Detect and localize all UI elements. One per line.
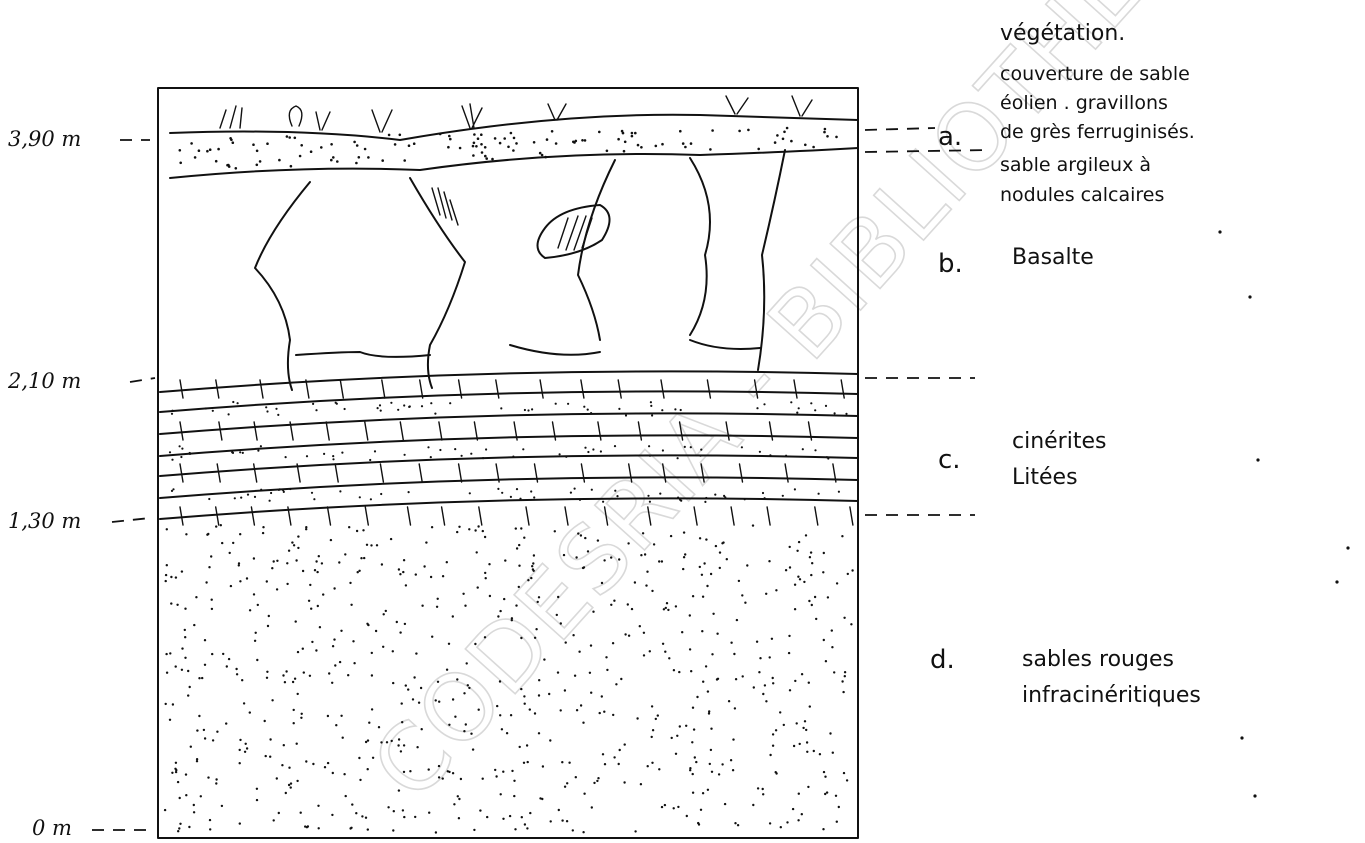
annotation-line-5: nodules calcaires	[1000, 184, 1164, 206]
layer-letter-b: b.	[938, 249, 963, 279]
annotation-line-2: éolien . gravillons	[1000, 92, 1168, 114]
layer-letter-d: d.	[930, 645, 955, 675]
vegetation-tufts	[220, 96, 812, 132]
annotation-line-3: de grès ferruginisés.	[1000, 121, 1195, 143]
depth-label-top: 3,90 m	[8, 127, 81, 151]
depth-label-bottom: 0 m	[32, 816, 72, 840]
layer-letter-a: a.	[938, 122, 962, 152]
annotation-line-4: sable argileux à	[1000, 154, 1151, 176]
annotation-vegetation: végétation.	[1000, 21, 1125, 46]
layer-letter-c: c.	[938, 445, 961, 475]
depth-scale: 3,90 m 2,10 m 1,30 m 0 m	[7, 127, 155, 840]
margin-specks	[1218, 230, 1349, 797]
layer-d-name-line-2: infracinéritiques	[1022, 683, 1201, 708]
soil-cover-layer	[170, 115, 858, 140]
layer-b-name: Basalte	[1012, 245, 1094, 270]
soil-cover-stipple	[179, 127, 838, 170]
depth-label-basalt-base: 2,10 m	[7, 369, 81, 393]
annotation-line-1: couverture de sable	[1000, 63, 1190, 85]
layer-c-name-line-1: cinérites	[1012, 429, 1106, 454]
layer-d-name-line-1: sables rouges	[1022, 647, 1174, 672]
basalt-hatching	[432, 188, 592, 250]
depth-label-cinerite-base: 1,30 m	[8, 509, 81, 533]
layer-c-name-line-2: Litées	[1012, 465, 1078, 490]
